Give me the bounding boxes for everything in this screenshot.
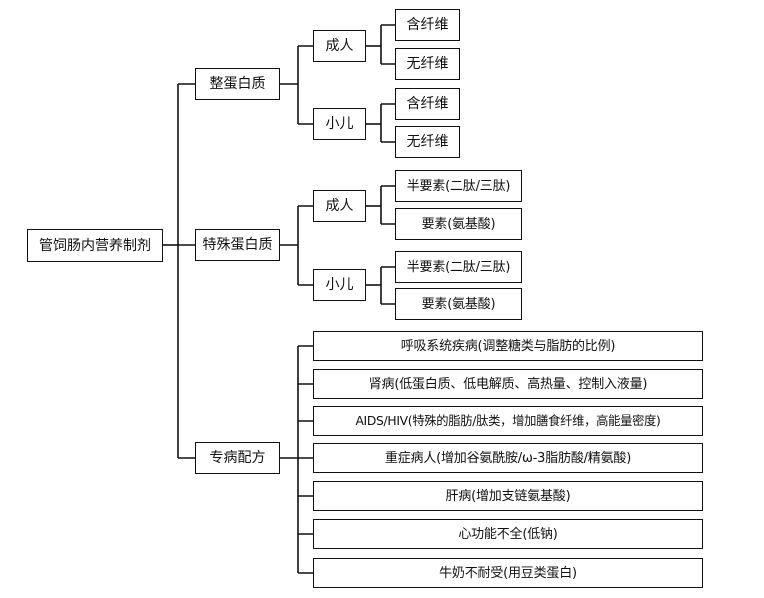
disease-item-aids-hiv: AIDS/HIV(特殊的脂肪/肽类，增加膳食纤维，高能量密度) (313, 406, 703, 436)
special-protein-child-elemental: 要素(氨基酸) (395, 288, 522, 320)
category-whole-protein: 整蛋白质 (195, 68, 280, 100)
special-protein-child: 小儿 (313, 269, 366, 301)
category-disease-specific: 专病配方 (195, 442, 280, 474)
whole-protein-child: 小儿 (313, 108, 366, 140)
disease-item-respiratory: 呼吸系统疾病(调整糖类与脂肪的比例) (313, 331, 703, 361)
special-protein-adult-semi-elemental: 半要素(二肽/三肽) (395, 170, 522, 202)
whole-protein-child-no-fiber: 无纤维 (395, 126, 460, 158)
whole-protein-adult-with-fiber: 含纤维 (395, 9, 460, 41)
disease-item-renal: 肾病(低蛋白质、低电解质、高热量、控制入液量) (313, 369, 703, 399)
whole-protein-child-with-fiber: 含纤维 (395, 88, 460, 120)
special-protein-child-semi-elemental: 半要素(二肽/三肽) (395, 251, 522, 283)
whole-protein-adult-no-fiber: 无纤维 (395, 48, 460, 80)
special-protein-adult: 成人 (313, 190, 366, 222)
disease-item-liver: 肝病(增加支链氨基酸) (313, 481, 703, 511)
disease-item-cardiac: 心功能不全(低钠) (313, 519, 703, 549)
disease-item-critical: 重症病人(增加谷氨酰胺/ω-3脂肪酸/精氨酸) (313, 443, 703, 473)
special-protein-adult-elemental: 要素(氨基酸) (395, 208, 522, 240)
disease-item-milk-intolerance: 牛奶不耐受(用豆类蛋白) (313, 558, 703, 588)
whole-protein-adult: 成人 (313, 30, 366, 62)
category-special-protein: 特殊蛋白质 (195, 229, 280, 261)
root-node: 管饲肠内营养制剂 (27, 229, 163, 262)
